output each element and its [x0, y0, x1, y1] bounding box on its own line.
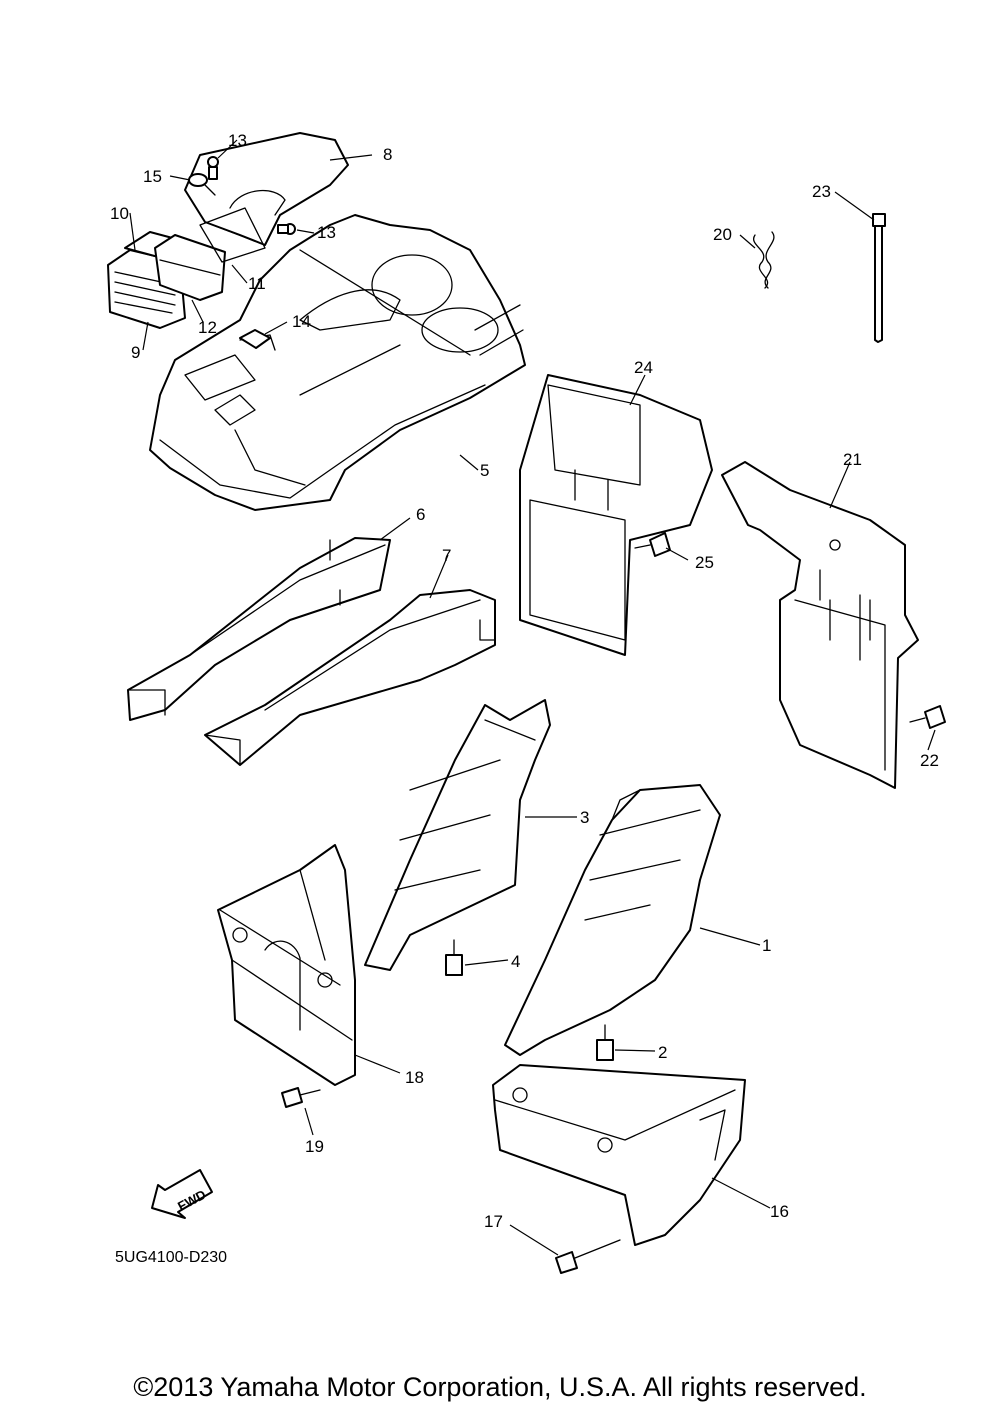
part-4-rivet	[445, 939, 463, 976]
callout-6: 6	[416, 505, 425, 524]
callout-19: 19	[305, 1137, 324, 1156]
callout-5: 5	[480, 461, 489, 480]
callout-18: 18	[405, 1068, 424, 1087]
part-12-filter	[154, 234, 226, 301]
callout-17: 17	[484, 1212, 503, 1231]
callout-23: 23	[812, 182, 831, 201]
callout-12: 12	[198, 318, 217, 337]
part-3-side-panel	[364, 699, 551, 971]
part-22-rivet	[909, 705, 946, 729]
callout-4: 4	[511, 952, 520, 971]
callout-14: 14	[292, 312, 311, 331]
callout-13-top: 13	[228, 131, 247, 150]
callout-10: 10	[110, 204, 129, 223]
callout-8: 8	[383, 145, 392, 164]
callout-9: 9	[131, 343, 140, 362]
part-11-plate	[199, 207, 266, 263]
callout-labels: 8 13 15 13 10 11 12 14 9 20 23 24 21 25 …	[110, 131, 939, 1231]
top-deck-hood	[149, 214, 526, 511]
callout-13-right: 13	[317, 223, 336, 242]
part-20-clip	[752, 231, 775, 289]
part-13-screw-right	[277, 223, 296, 235]
callout-21: 21	[843, 450, 862, 469]
part-24-air-box	[519, 374, 713, 656]
leader-lines	[129, 139, 936, 1256]
part-7-duct	[204, 589, 496, 766]
part-1-side-panel	[504, 784, 721, 1056]
part-2-rivet	[596, 1024, 614, 1061]
callout-1: 1	[762, 936, 771, 955]
callout-25: 25	[695, 553, 714, 572]
part-14-clip	[239, 329, 271, 349]
part-17-rivet	[555, 1239, 621, 1274]
callout-15: 15	[143, 167, 162, 186]
drawing-code: 5UG4100-D230	[115, 1249, 227, 1266]
part-23-cable-tie	[872, 213, 886, 343]
callout-24: 24	[634, 358, 653, 377]
part-18-front-cover	[217, 844, 356, 1086]
part-16-rear-cover	[492, 1064, 746, 1246]
part-13-screw-top	[207, 156, 219, 180]
fwd-arrow-icon: FWD	[151, 1169, 213, 1219]
copyright-notice: ©2013 Yamaha Motor Corporation, U.S.A. A…	[133, 1372, 867, 1402]
callout-20: 20	[713, 225, 732, 244]
part-19-rivet	[281, 1087, 321, 1108]
callout-3: 3	[580, 808, 589, 827]
callout-11: 11	[248, 274, 266, 293]
callout-2: 2	[658, 1043, 667, 1062]
callout-16: 16	[770, 1202, 789, 1221]
callout-7: 7	[442, 546, 451, 565]
part-21-rear-panel	[721, 461, 919, 789]
callout-22: 22	[920, 751, 939, 770]
part-8-lid	[184, 132, 349, 246]
part-6-duct	[127, 537, 391, 721]
